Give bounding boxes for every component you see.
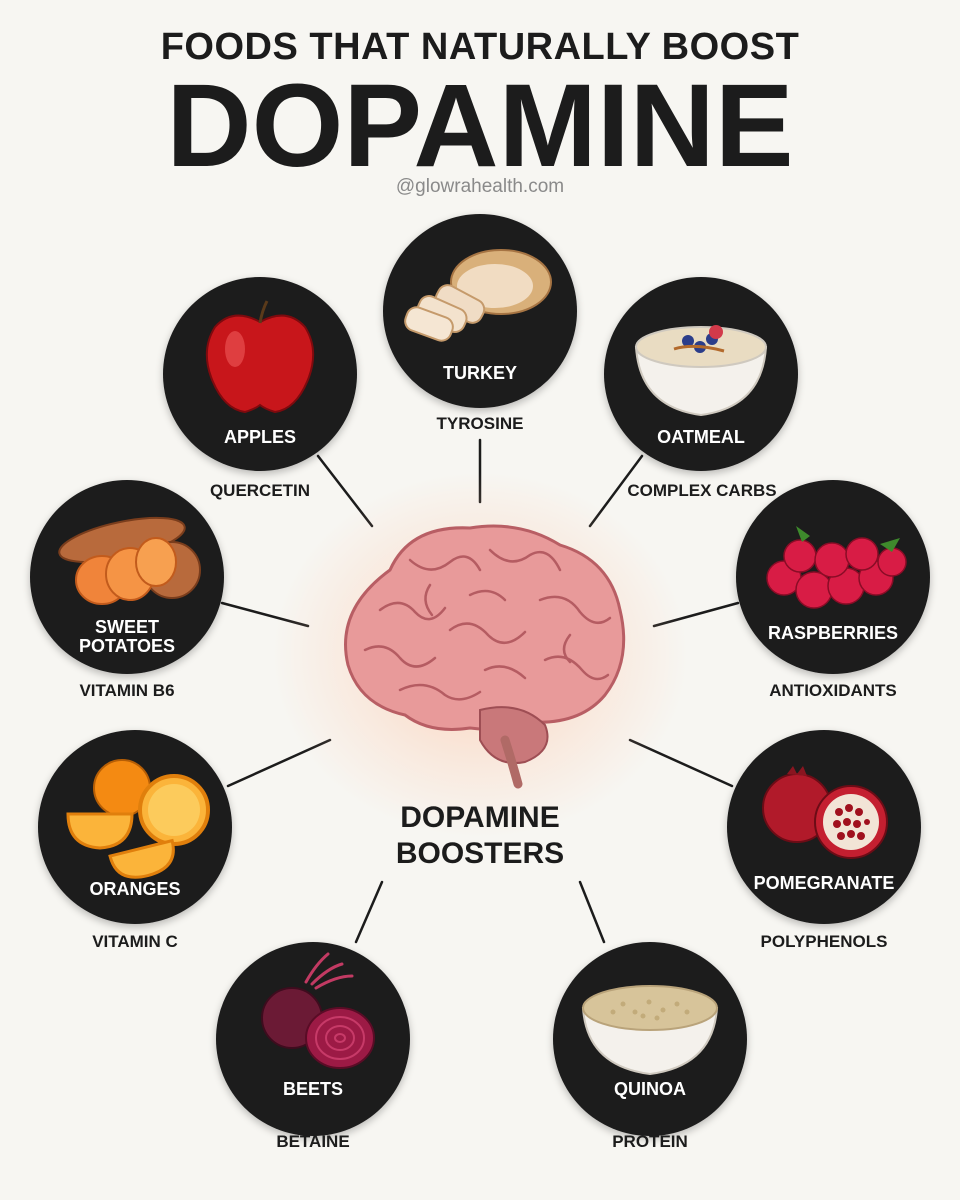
food-circle-beets: BEETS	[216, 942, 410, 1136]
connector-quinoa	[578, 880, 606, 944]
orange-icon	[66, 759, 210, 879]
page-title: DOPAMINE	[166, 60, 794, 192]
quinoa-bowl-icon	[581, 985, 719, 1076]
nutrient-oatmeal: COMPLEX CARBS	[627, 481, 777, 500]
nutrient-pomegranate: POLYPHENOLS	[760, 932, 888, 951]
connector-beets	[354, 880, 384, 944]
turkey-slices-icon	[404, 249, 552, 342]
supertitle: FOODS THAT NATURALLY BOOST	[160, 26, 800, 68]
apple-icon	[205, 300, 315, 414]
food-circle-oatmeal: OATMEAL	[604, 277, 798, 471]
nutrient-raspberries: ANTIOXIDANTS	[769, 681, 897, 700]
food-name-sweet-potatoes-line2: POTATOES	[78, 636, 175, 656]
food-name-raspberries: RASPBERRIES	[767, 623, 899, 643]
food-circle-quinoa: QUINOA	[553, 942, 747, 1136]
food-circle-sweet-potatoes: SWEET POTATOES	[30, 480, 224, 674]
food-name-turkey: TURKEY	[442, 363, 517, 383]
center-label-line2: BOOSTERS	[395, 837, 565, 870]
food-name-pomegranate: POMEGRANATE	[753, 873, 895, 893]
beet-icon	[261, 952, 375, 1069]
nutrient-turkey: TYROSINE	[436, 414, 524, 433]
nutrient-oranges: VITAMIN C	[92, 932, 178, 951]
food-name-beets: BEETS	[282, 1079, 343, 1099]
center-label: DOPAMINE BOOSTERS	[330, 800, 630, 872]
food-name-sweet-potatoes: SWEET POTATOES	[30, 618, 224, 656]
pomegranate-icon	[762, 766, 888, 859]
food-name-oatmeal: OATMEAL	[657, 427, 745, 447]
food-circle-apples: APPLES	[163, 277, 357, 471]
food-name-quinoa: QUINOA	[614, 1079, 686, 1099]
oatmeal-bowl-icon	[634, 325, 768, 417]
nutrient-beets: BETAINE	[276, 1132, 350, 1151]
nutrient-quinoa: PROTEIN	[612, 1132, 688, 1151]
nutrient-sweet-potatoes: VITAMIN B6	[79, 681, 175, 700]
food-circle-pomegranate: POMEGRANATE	[727, 730, 921, 924]
food-name-apples: APPLES	[223, 427, 297, 447]
food-name-oranges: ORANGES	[89, 879, 181, 899]
food-name-sweet-potatoes-line1: SWEET	[94, 617, 159, 637]
food-circle-raspberries: RASPBERRIES	[736, 480, 930, 674]
website-handle: @glowrahealth.com	[395, 176, 565, 197]
sweet-potato-icon	[58, 516, 201, 605]
food-circle-oranges: ORANGES	[38, 730, 232, 924]
nutrient-apples: QUERCETIN	[209, 481, 311, 500]
raspberry-icon	[766, 526, 907, 609]
food-circle-turkey: TURKEY	[383, 214, 577, 408]
center-label-line1: DOPAMINE	[400, 801, 560, 834]
brain-icon	[344, 524, 626, 789]
